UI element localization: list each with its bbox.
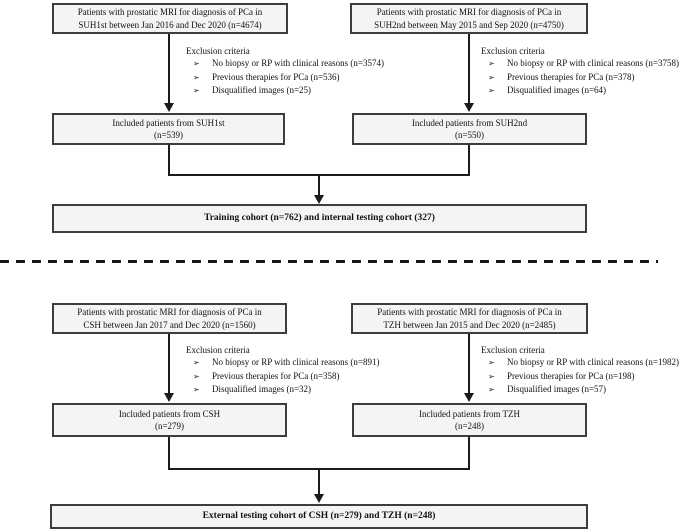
patient-box-text: Patients with prostatic MRI for diagnosi… [377,307,562,317]
exclusion-item-text: No biopsy or RP with clinical reasons (n… [507,58,679,69]
training-cohort-box: Training cohort (n=762) and internal tes… [52,204,587,233]
exclusion-block-suh2nd: Exclusion criteria ➢ No biopsy or RP wit… [481,45,679,97]
exclusion-item: ➢ Disqualified images (n=64) [488,84,679,97]
exclusion-item: ➢ Previous therapies for PCa (n=198) [488,370,679,383]
patient-box-text: TZH between Jan 2015 and Dec 2020 (n=248… [383,319,556,330]
exclusion-item-text: No biopsy or RP with clinical reasons (n… [212,357,380,368]
patient-box-text: SUH1st between Jan 2016 and Dec 2020 (n=… [78,19,262,30]
connector-line [168,468,470,470]
exclusion-item-text: Previous therapies for PCa (n=358) [212,370,340,381]
exclusion-item: ➢ Disqualified images (n=32) [193,383,379,396]
triangle-bullet-icon: ➢ [488,384,495,394]
exclusion-item: ➢ No biopsy or RP with clinical reasons … [193,356,379,369]
patient-box-text: Patients with prostatic MRI for diagnosi… [77,7,263,17]
included-box-text: Included patients from SUH1st [112,117,225,128]
exclusion-item-text: Disqualified images (n=25) [212,84,312,95]
connector-line [168,145,170,176]
patient-box-text: CSH between Jan 2017 and Dec 2020 (n=156… [83,319,256,330]
arrow-line [168,334,170,394]
arrow-down-head-icon [314,494,324,503]
triangle-bullet-icon: ➢ [193,358,200,368]
connector-line [468,437,470,470]
triangle-bullet-icon: ➢ [488,358,495,368]
connector-line [168,437,170,470]
connector-line [168,174,470,176]
exclusion-title: Exclusion criteria [481,46,545,56]
patient-box-text: Patients with prostatic MRI for diagnosi… [77,307,262,317]
exclusion-block-tzh: Exclusion criteria ➢ No biopsy or RP wit… [481,344,679,396]
patient-box-text: Patients with prostatic MRI for diagnosi… [376,7,562,17]
patient-box-text: SUH2nd between May 2015 and Sep 2020 (n=… [374,19,564,30]
exclusion-item: ➢ No biopsy or RP with clinical reasons … [488,57,679,70]
exclusion-title: Exclusion criteria [186,46,250,56]
included-box-tzh: Included patients from TZH (n=248) [352,403,587,437]
triangle-bullet-icon: ➢ [488,85,495,95]
exclusion-item: ➢ Previous therapies for PCa (n=536) [193,71,384,84]
exclusion-item-text: Disqualified images (n=32) [212,383,312,394]
exclusion-item: ➢ Previous therapies for PCa (n=378) [488,71,679,84]
exclusion-item-text: Previous therapies for PCa (n=198) [507,370,635,381]
triangle-bullet-icon: ➢ [193,85,200,95]
patient-box-tzh: Patients with prostatic MRI for diagnosi… [351,303,588,334]
triangle-bullet-icon: ➢ [193,72,200,82]
arrow-down-head-icon [164,393,174,402]
exclusion-item: ➢ Disqualified images (n=25) [193,84,384,97]
exclusion-item-text: No biopsy or RP with clinical reasons (n… [212,58,384,69]
triangle-bullet-icon: ➢ [193,371,200,381]
patient-box-csh: Patients with prostatic MRI for diagnosi… [52,303,287,334]
external-testing-cohort-box: External testing cohort of CSH (n=279) a… [50,504,588,529]
exclusion-item-text: No biopsy or RP with clinical reasons (n… [507,357,679,368]
connector-line [468,145,470,176]
included-box-text: Included patients from SUH2nd [411,117,528,128]
arrow-line [468,34,470,104]
arrow-down-head-icon [464,103,474,112]
patient-box-suh1st: Patients with prostatic MRI for diagnosi… [52,3,288,34]
arrow-line [468,334,470,394]
included-box-count: (n=248) [454,421,485,431]
training-cohort-text: Training cohort (n=762) and internal tes… [204,213,435,224]
included-box-count: (n=279) [154,421,185,431]
exclusion-item-text: Disqualified images (n=64) [507,84,607,95]
included-box-text: Included patients from CSH [118,408,221,419]
exclusion-block-csh: Exclusion criteria ➢ No biopsy or RP wit… [186,344,379,396]
arrow-down-head-icon [314,195,324,204]
exclusion-item: ➢ No biopsy or RP with clinical reasons … [488,356,679,369]
exclusion-item: ➢ No biopsy or RP with clinical reasons … [193,57,384,70]
patient-box-suh2nd: Patients with prostatic MRI for diagnosi… [350,3,588,34]
connector-line [318,470,320,494]
exclusion-block-suh1st: Exclusion criteria ➢ No biopsy or RP wit… [186,45,384,97]
exclusion-item: ➢ Previous therapies for PCa (n=358) [193,370,379,383]
exclusion-title: Exclusion criteria [481,345,545,355]
triangle-bullet-icon: ➢ [488,72,495,82]
exclusion-item-text: Disqualified images (n=57) [507,383,607,394]
exclusion-item-text: Previous therapies for PCa (n=536) [212,71,340,82]
section-divider [0,260,658,263]
included-box-text: Included patients from TZH [418,408,521,419]
triangle-bullet-icon: ➢ [488,59,495,69]
arrow-down-head-icon [164,103,174,112]
arrow-line [168,34,170,104]
exclusion-item: ➢ Disqualified images (n=57) [488,383,679,396]
included-box-suh2nd: Included patients from SUH2nd (n=550) [352,113,587,145]
included-box-count: (n=539) [153,130,184,140]
included-box-count: (n=550) [454,130,485,140]
external-testing-cohort-text: External testing cohort of CSH (n=279) a… [202,511,436,522]
exclusion-item-text: Previous therapies for PCa (n=378) [507,71,635,82]
exclusion-title: Exclusion criteria [186,345,250,355]
included-box-csh: Included patients from CSH (n=279) [52,403,287,437]
included-box-suh1st: Included patients from SUH1st (n=539) [52,113,285,145]
connector-line [318,176,320,196]
triangle-bullet-icon: ➢ [488,371,495,381]
arrow-down-head-icon [464,393,474,402]
triangle-bullet-icon: ➢ [193,384,200,394]
triangle-bullet-icon: ➢ [193,59,200,69]
